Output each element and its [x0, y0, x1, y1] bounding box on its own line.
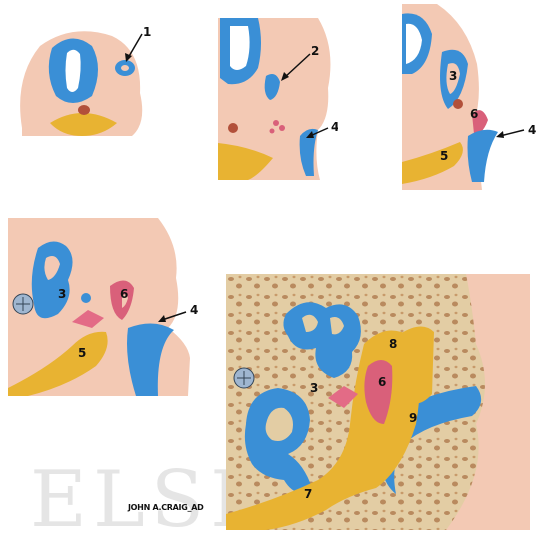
artist-signature: JOHN A.CRAIG_AD [128, 503, 203, 512]
arrow-2 [218, 18, 338, 183]
arrow-4 [8, 218, 208, 396]
label-8: 8 [389, 338, 397, 350]
label-6: 6 [378, 376, 386, 388]
stage-3-panel: 3 6 5 4 [402, 4, 538, 192]
label-7: 7 [304, 488, 312, 500]
stage-5-panel: 8 6 3 9 7 [226, 274, 530, 530]
stage-2-panel: 2 4 [218, 18, 338, 183]
label-9: 9 [409, 412, 417, 424]
arrow-1 [12, 18, 152, 143]
arrow-4 [402, 4, 538, 192]
stage-4-panel: 3 6 5 4 [8, 218, 208, 396]
stage-1-panel: 1 [12, 18, 152, 143]
label-3: 3 [310, 382, 318, 394]
